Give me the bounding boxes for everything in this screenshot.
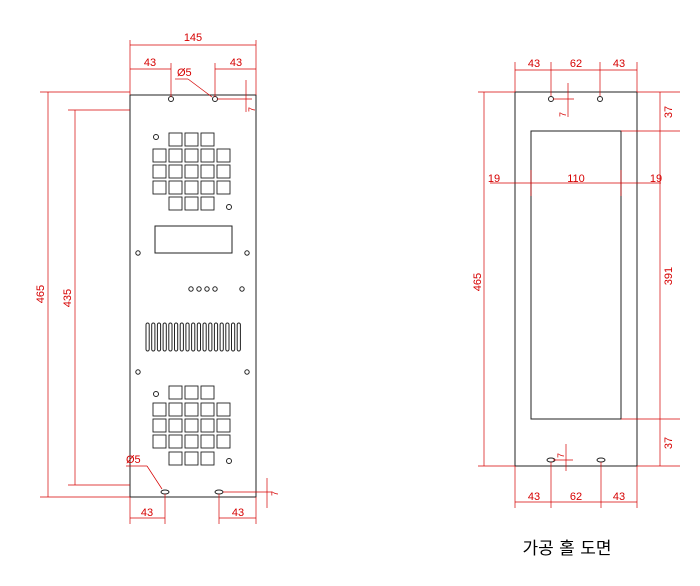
- dim-hole-edge-top: 7: [247, 107, 257, 112]
- dim-overall-width: 145: [184, 32, 202, 44]
- cut-dim-bottom-hole: 7: [556, 453, 566, 458]
- dim-hole-edge-bottom: 7: [270, 491, 280, 496]
- cut-dim-top-margin: 37: [663, 106, 675, 118]
- dim-hole-offset-left: 43: [144, 57, 156, 69]
- cutout-bottom-right-slot: [596, 457, 606, 463]
- top-right-hole: [212, 96, 218, 102]
- cut-dim-window-width: 110: [567, 173, 585, 185]
- top-left-hole: [168, 96, 174, 102]
- cut-dim-overall-height: 465: [472, 273, 484, 291]
- dim-bottom-offset-left: 43: [141, 507, 153, 519]
- cut-dim-bottom-left: 43: [528, 491, 540, 503]
- cut-dim-window-height: 391: [663, 267, 675, 285]
- cutout-dimension-lines: [478, 62, 680, 508]
- cutout-window: [530, 130, 622, 420]
- bottom-left-slot: [160, 489, 170, 495]
- display-window: [154, 225, 233, 254]
- lower-keypad: [152, 385, 232, 466]
- cutout-caption: 가공 홀 도면: [522, 539, 611, 559]
- cut-dim-side-right: 19: [650, 173, 662, 185]
- cut-dim-top-left: 43: [528, 58, 540, 70]
- cut-dim-top-hole: 7: [558, 112, 568, 117]
- dim-inner-height: 435: [62, 289, 74, 307]
- dim-hole-offset-right: 43: [230, 57, 242, 69]
- cutout-top-right-hole: [597, 96, 603, 102]
- cut-dim-bottom-right: 43: [613, 491, 625, 503]
- cutout-top-left-hole: [548, 96, 554, 102]
- vent-slots: [145, 322, 241, 352]
- cut-dim-top-mid: 62: [570, 58, 582, 70]
- dim-hole-diameter-top: Ø5: [177, 67, 192, 79]
- cut-dim-top-right: 43: [613, 58, 625, 70]
- cutout-panel-outline: [514, 91, 638, 467]
- cut-dim-bottom-margin: 37: [663, 437, 675, 449]
- dim-hole-diameter-bottom: Ø5: [126, 454, 141, 466]
- front-panel-view: 145 43 43 Ø5 7 465 435 Ø5 7 43 43: [35, 32, 280, 524]
- cutout-view: 43 62 43 7 37 19 110 19 465 391 37 7 43 …: [472, 58, 680, 559]
- upper-keypad: [152, 132, 232, 211]
- dim-overall-height: 465: [35, 285, 47, 303]
- dim-bottom-offset-right: 43: [232, 507, 244, 519]
- cut-dim-bottom-mid: 62: [570, 491, 582, 503]
- front-dimension-lines: [40, 40, 272, 524]
- front-panel-outline: [129, 94, 257, 498]
- cut-dim-side-left: 19: [488, 173, 500, 185]
- bottom-right-slot: [214, 489, 224, 495]
- indicator-leds: [188, 286, 245, 292]
